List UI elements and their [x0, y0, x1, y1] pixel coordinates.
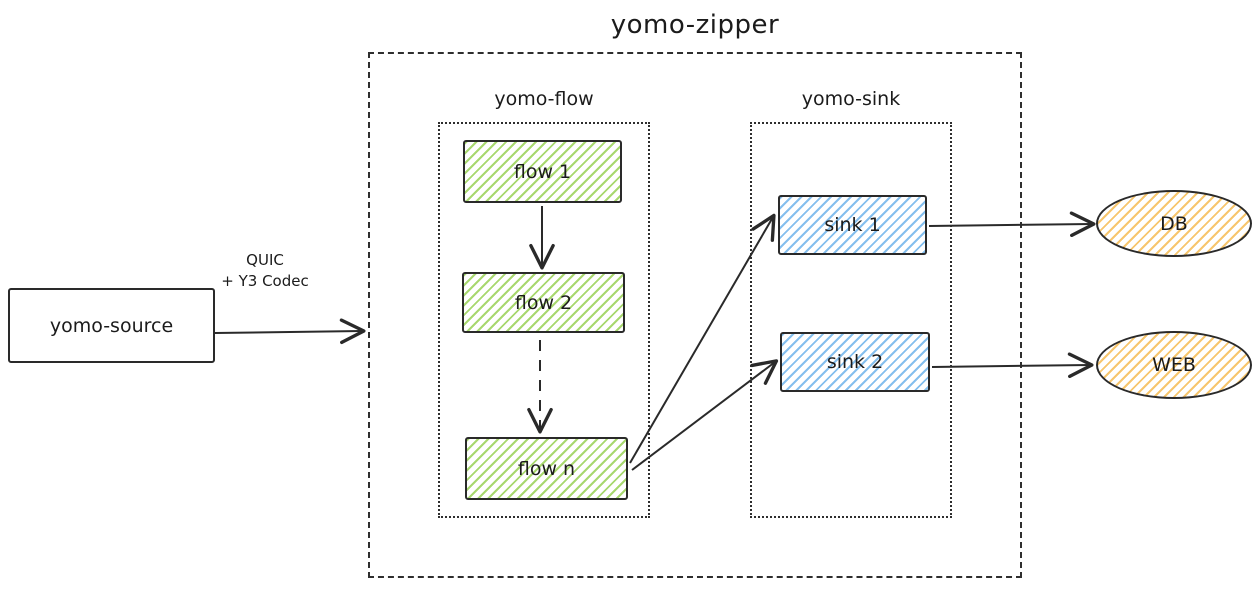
diagram-title: yomo-zipper	[610, 10, 780, 40]
node-flow-1: flow 1	[463, 140, 622, 203]
node-db-label: DB	[1160, 212, 1188, 235]
node-yomo-source-label: yomo-source	[49, 314, 174, 337]
node-web: WEB	[1096, 331, 1252, 399]
sink-group-label: yomo-sink	[801, 88, 901, 110]
node-flow-2: flow 2	[462, 272, 625, 333]
node-flow-n: flow n	[465, 437, 628, 500]
node-sink-1-label: sink 1	[824, 214, 881, 236]
node-flow-1-label: flow 1	[513, 160, 572, 183]
sink-group-box	[750, 122, 952, 518]
node-yomo-source: yomo-source	[8, 288, 215, 363]
node-sink-2-label: sink 2	[826, 351, 884, 373]
edge-source-to-zipper	[214, 318, 366, 345]
flow-group-label: yomo-flow	[494, 88, 594, 110]
node-web-label: WEB	[1152, 354, 1196, 376]
node-flow-2-label: flow 2	[514, 291, 573, 314]
node-sink-1: sink 1	[778, 195, 927, 255]
node-flow-n-label: flow n	[517, 457, 576, 480]
edge-label-quic: QUIC + Y3 Codec	[210, 250, 320, 292]
node-db: DB	[1096, 190, 1252, 257]
edge-label-quic-line1: QUIC	[246, 251, 284, 269]
edge-label-quic-line2: + Y3 Codec	[221, 272, 309, 290]
zipper-group-box	[368, 52, 1022, 578]
node-sink-2: sink 2	[780, 332, 930, 392]
